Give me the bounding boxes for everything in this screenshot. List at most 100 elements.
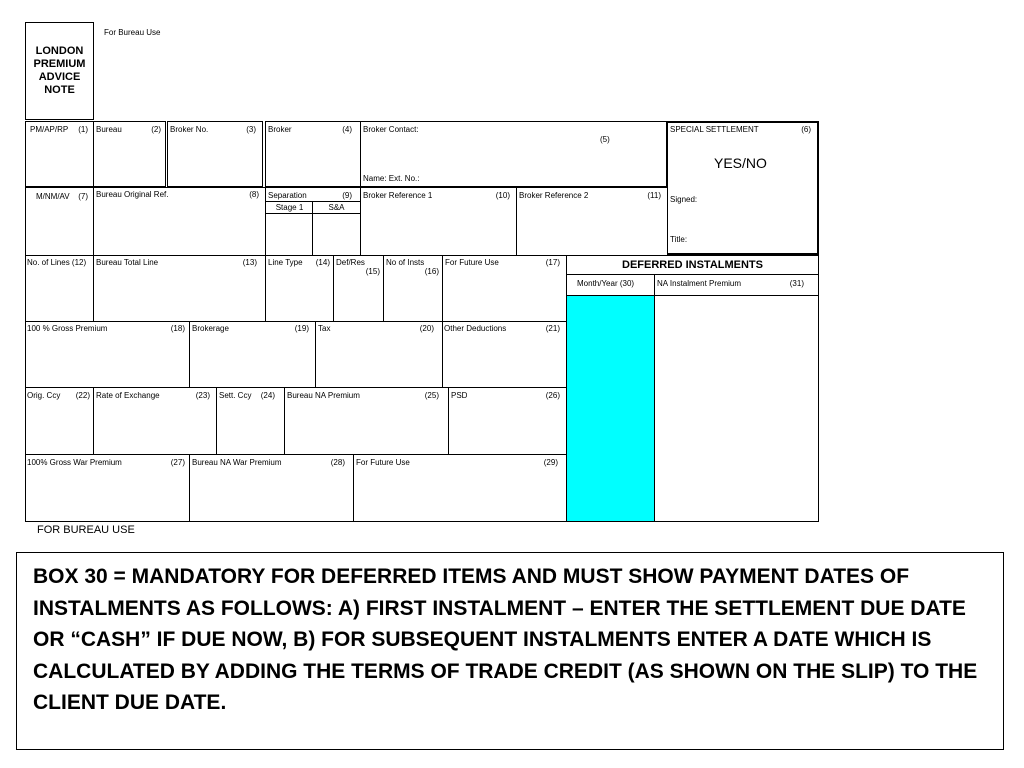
broker-contact-sub: Name: Ext. No.:: [363, 174, 420, 183]
form-title-box: LONDON PREMIUM ADVICE NOTE: [25, 22, 94, 120]
sa-cell[interactable]: S&A: [313, 202, 360, 256]
orig-ccy-field[interactable]: Orig. Ccy (22): [25, 387, 94, 455]
pm-label: PM/AP/RP: [30, 125, 69, 134]
broker-ref1-num: (10): [495, 191, 510, 200]
no-of-insts-field[interactable]: No of Insts (16): [383, 255, 443, 322]
na-instalment-premium-header: NA Instalment Premium (31): [654, 274, 819, 296]
broker-no-label: Broker No.: [170, 125, 209, 134]
bureau-num: (2): [151, 125, 161, 134]
yes-no-option[interactable]: YES/NO: [714, 155, 767, 171]
war-label: 100% Gross War Premium: [27, 458, 122, 467]
gross-war-premium-field[interactable]: 100% Gross War Premium (27): [25, 454, 190, 522]
na-war-num: (28): [330, 458, 345, 467]
separation-label: Separation: [268, 191, 307, 200]
stage-1-label: Stage 1: [266, 202, 313, 214]
future17-num: (17): [545, 258, 560, 267]
signed-label: Signed:: [670, 195, 698, 204]
insts-num: (16): [424, 267, 439, 276]
broker-no-field[interactable]: Broker No. (3): [167, 121, 263, 187]
bureau-na-premium-field[interactable]: Bureau NA Premium (25): [284, 387, 449, 455]
brokerage-num: (19): [294, 324, 309, 333]
sett-ccy-field[interactable]: Sett. Ccy (24): [216, 387, 285, 455]
total-line-num: (13): [242, 258, 257, 267]
na-war-label: Bureau NA War Premium: [192, 458, 282, 467]
brokerage-label: Brokerage: [192, 324, 229, 333]
na-prem-label: NA Instalment Premium: [657, 279, 742, 288]
m-nm-av-field[interactable]: M/NM/AV (7): [25, 187, 94, 256]
gross-num: (18): [170, 324, 185, 333]
roe-label: Rate of Exchange: [96, 391, 160, 400]
pm-ap-rp-field[interactable]: PM/AP/RP (1): [25, 121, 94, 187]
title-label: Title:: [670, 235, 688, 244]
bureau-na-war-premium-field[interactable]: Bureau NA War Premium (28): [189, 454, 354, 522]
broker-reference-2-field[interactable]: Broker Reference 2 (11): [516, 187, 668, 256]
future-use-29-field[interactable]: For Future Use (29): [353, 454, 567, 522]
psd-num: (26): [545, 391, 560, 400]
broker-field[interactable]: Broker (4): [265, 121, 361, 187]
stage-1-cell[interactable]: Stage 1: [266, 202, 313, 256]
mnm-label: M/NM/AV: [36, 192, 70, 201]
orig-ccy-label: Orig. Ccy: [27, 391, 61, 400]
month-year-header: Month/Year (30): [566, 274, 655, 296]
broker-label: Broker: [268, 125, 292, 134]
def-res-field[interactable]: Def/Res (15): [333, 255, 384, 322]
month-year-label: Month/Year (30): [577, 279, 635, 288]
no-of-lines-field[interactable]: No. of Lines (12): [25, 255, 94, 322]
other-num: (21): [545, 324, 560, 333]
bureau-total-line-field[interactable]: Bureau Total Line (13): [93, 255, 266, 322]
orig-ccy-num: (22): [75, 391, 90, 400]
sett-ccy-num: (24): [260, 391, 275, 400]
broker-ref2-num: (11): [647, 191, 661, 200]
gross-label: 100 % Gross Premium: [27, 324, 108, 333]
psd-field[interactable]: PSD (26): [448, 387, 567, 455]
defres-num: (15): [365, 267, 380, 276]
tax-label: Tax: [318, 324, 331, 333]
month-year-column[interactable]: [566, 295, 655, 522]
form-title: LONDON PREMIUM ADVICE NOTE: [33, 45, 86, 96]
bureau-orig-label: Bureau Original Ref.: [96, 190, 169, 199]
broker-num: (4): [342, 125, 352, 134]
na-prem-num: (31): [789, 279, 804, 288]
broker-reference-1-field[interactable]: Broker Reference 1 (10): [360, 187, 517, 256]
separation-num: (9): [342, 191, 352, 200]
future29-num: (29): [543, 458, 558, 467]
defres-label: Def/Res: [336, 258, 365, 267]
bureau-orig-num: (8): [249, 190, 259, 199]
broker-contact-num: (5): [600, 135, 610, 144]
broker-contact-label: Broker Contact:: [363, 125, 419, 134]
bureau-original-ref-field[interactable]: Bureau Original Ref. (8): [93, 187, 266, 256]
lines-label: No. of Lines (12): [27, 258, 87, 267]
sett-ccy-label: Sett. Ccy: [219, 391, 252, 400]
note-text: BOX 30 = MANDATORY FOR DEFERRED ITEMS AN…: [33, 565, 978, 714]
bureau-use-footer: FOR BUREAU USE: [37, 524, 135, 536]
na-instalment-premium-column[interactable]: [654, 295, 819, 522]
special-settlement-box[interactable]: SPECIAL SETTLEMENT (6) YES/NO Signed: Ti…: [666, 121, 819, 255]
na-premium-label: Bureau NA Premium: [287, 391, 360, 400]
broker-ref1-label: Broker Reference 1: [363, 191, 433, 200]
separation-field[interactable]: Separation (9) Stage 1 S&A: [265, 187, 361, 256]
future-use-17-field[interactable]: For Future Use (17): [442, 255, 567, 322]
psd-label: PSD: [451, 391, 468, 400]
insts-label: No of Insts: [386, 258, 425, 267]
bureau-field[interactable]: Bureau (2): [93, 121, 166, 187]
rate-of-exchange-field[interactable]: Rate of Exchange (23): [93, 387, 217, 455]
special-settlement-label: SPECIAL SETTLEMENT: [670, 125, 759, 134]
deferred-instalments-title: DEFERRED INSTALMENTS: [566, 255, 819, 275]
tax-field[interactable]: Tax (20): [315, 321, 443, 388]
broker-ref2-label: Broker Reference 2: [519, 191, 589, 200]
tax-num: (20): [419, 324, 434, 333]
sa-label: S&A: [313, 202, 360, 214]
brokerage-field[interactable]: Brokerage (19): [189, 321, 316, 388]
other-deductions-field[interactable]: Other Deductions (21): [442, 321, 567, 388]
total-line-label: Bureau Total Line: [96, 258, 159, 267]
box-30-note: BOX 30 = MANDATORY FOR DEFERRED ITEMS AN…: [16, 552, 1004, 750]
future17-label: For Future Use: [445, 258, 499, 267]
na-premium-num: (25): [424, 391, 439, 400]
pm-num: (1): [78, 125, 88, 134]
broker-no-num: (3): [246, 125, 256, 134]
broker-contact-field[interactable]: Broker Contact: (5) Name: Ext. No.:: [360, 121, 668, 187]
future29-label: For Future Use: [356, 458, 410, 467]
bureau-use-top-label: For Bureau Use: [104, 28, 161, 37]
line-type-field[interactable]: Line Type (14): [265, 255, 334, 322]
gross-premium-field[interactable]: 100 % Gross Premium (18): [25, 321, 190, 388]
